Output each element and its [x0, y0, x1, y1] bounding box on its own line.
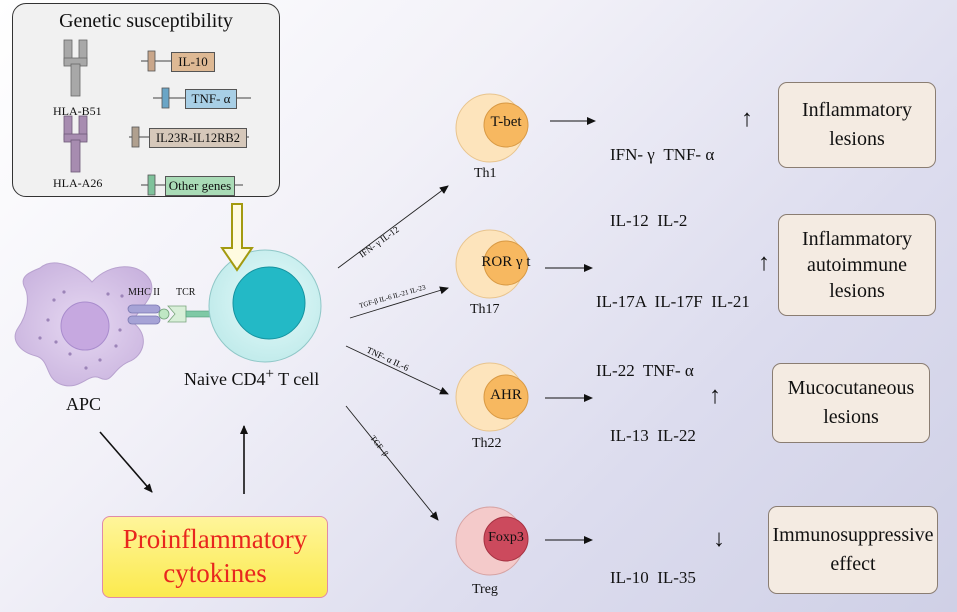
naive-label-tail: T cell [273, 369, 320, 389]
treg-outcome-box: Immunosuppressive effect [768, 506, 938, 594]
apc-to-cytokines-arrow [99, 431, 153, 493]
treg-name: Treg [472, 582, 498, 597]
hla-a26-label: HLA-A26 [53, 176, 103, 190]
arrow-to-th22 [345, 345, 449, 395]
treg-cytokines: IL-10 IL-35 [610, 528, 696, 608]
arrow-to-treg [345, 405, 439, 521]
treg-cytokine-line-1: IL-10 IL-35 [610, 568, 696, 587]
treg-nucleus [483, 516, 529, 562]
th22-marker: AHR [490, 387, 522, 403]
tcr-label: TCR [176, 287, 196, 298]
th1-cytokine-line-1: IFN- γ TNF- α [610, 145, 715, 164]
arrow-label-treg: TGF- β [368, 434, 390, 458]
naive-t-cell-label: Naive CD4+ T cell [184, 366, 319, 390]
mhc-ii-complex [127, 304, 170, 325]
gene-il10: IL-10 [171, 52, 215, 72]
naive-label-sup: + [265, 366, 274, 382]
th1-nucleus [483, 102, 529, 148]
th17-marker: ROR γ t [481, 254, 531, 270]
proinflammatory-cytokines-box: Proinflammatory cytokines [102, 516, 328, 598]
naive-t-cell-nucleus [232, 266, 306, 340]
th1-trend-arrow: ↑ [741, 106, 753, 132]
th22-outcome-box: Mucocutaneous lesions [772, 363, 930, 443]
arrow-to-th17 [349, 286, 449, 319]
apc-granules [38, 290, 124, 370]
hla-b51-icon [63, 39, 88, 97]
gene-other: Other genes [165, 176, 235, 196]
tcr-complex [167, 305, 213, 323]
gene-il23r-il12rb2: IL23R-IL12RB2 [149, 128, 247, 148]
gene-segment-markers [131, 50, 170, 196]
th1-name: Th1 [474, 166, 497, 181]
treg-marker: Foxp3 [488, 530, 524, 545]
th1-cytokines: IFN- γ TNF- α IL-12 IL-2 [610, 100, 714, 254]
th17-trend-arrow: ↑ [758, 250, 770, 276]
th17-cytokine-line-1: IL-17A IL-17F IL-21 [596, 292, 750, 311]
th1-marker: T-bet [490, 114, 522, 130]
th17-cytokine-line-2: IL-22 TNF- α [596, 361, 694, 380]
arrow-to-th1 [337, 185, 449, 269]
th22-cytokines: IL-13 IL-22 [610, 386, 696, 466]
th1-cytokine-line-2: IL-12 IL-2 [610, 211, 688, 230]
th22-trend-arrow: ↑ [709, 383, 721, 409]
th17-nucleus [483, 240, 529, 286]
th22-name: Th22 [472, 436, 502, 451]
arrow-label-th1: IFN- γ IL-12 [357, 224, 400, 259]
mhc-ii-label: MHC II [128, 287, 160, 298]
hla-a26-icon [63, 115, 88, 173]
gene-tnf-alpha: TNF- α [185, 89, 237, 109]
th17-name: Th17 [470, 302, 500, 317]
hla-b51-label: HLA-B51 [53, 104, 102, 118]
genetic-susceptibility-box: Genetic susceptibility HL [12, 3, 280, 197]
th17-outcome-box: Inflammatory autoimmune lesions [778, 214, 936, 316]
arrow-label-th22: TNF- α IL-6 [365, 345, 411, 373]
proinflammatory-cytokines-text: Proinflammatory cytokines [122, 524, 308, 588]
treg-trend-arrow: ↓ [713, 526, 725, 552]
th22-cytokine-line-1: IL-13 IL-22 [610, 426, 696, 445]
apc-label: APC [66, 394, 102, 414]
genetic-to-tcell-arrow [220, 203, 254, 272]
th17-cytokines: IL-17A IL-17F IL-21 IL-22 TNF- α [596, 244, 750, 405]
naive-label-main: Naive CD4 [184, 369, 266, 389]
th22-nucleus [483, 374, 529, 420]
apc-nucleus [60, 301, 110, 351]
genetic-title: Genetic susceptibility [59, 10, 233, 32]
arrow-label-th17: TGF-β IL-6 IL-21 IL-23 [358, 283, 427, 310]
th1-outcome-box: Inflammatory lesions [778, 82, 936, 168]
